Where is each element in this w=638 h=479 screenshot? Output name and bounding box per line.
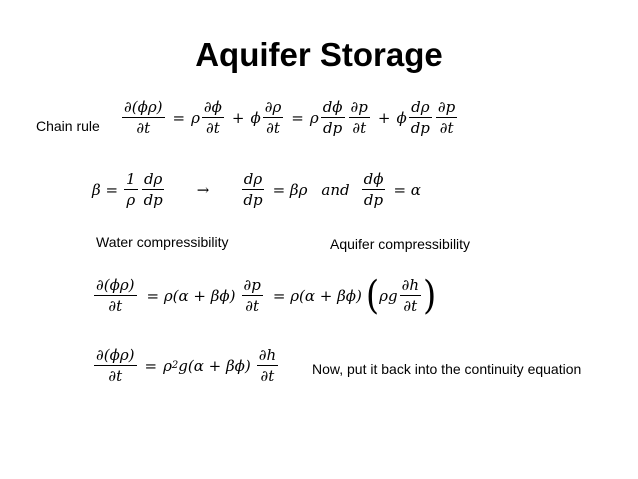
continuity-note: Now, put it back into the continuity equ… bbox=[312, 361, 582, 377]
fraction: ∂p∂t bbox=[241, 276, 263, 315]
fraction: ∂h∂t bbox=[399, 276, 421, 315]
storage-equation: ∂(ϕρ)∂t = ρ(α + βϕ) ∂p∂t = ρ(α + βϕ) ( ρ… bbox=[94, 272, 437, 319]
fraction: ∂ρ∂t bbox=[262, 98, 284, 137]
lhs-fraction: ∂(ϕρ)∂t bbox=[94, 276, 137, 315]
fraction: ∂h∂t bbox=[256, 346, 279, 385]
chain-rule-label: Chain rule bbox=[36, 118, 100, 134]
arrow: → bbox=[196, 180, 210, 199]
lhs-fraction: ∂(ϕρ)∂t bbox=[94, 346, 137, 385]
aquifer-compressibility-label: Aquifer compressibility bbox=[330, 236, 471, 252]
lhs-fraction: ∂(ϕρ)∂t bbox=[122, 98, 165, 137]
fraction: ∂p∂t bbox=[435, 98, 458, 137]
fraction: ∂ϕ∂t bbox=[201, 98, 224, 137]
water-compressibility-label: Water compressibility bbox=[96, 234, 229, 250]
page-title: Aquifer Storage bbox=[195, 36, 443, 73]
fraction: ∂p∂t bbox=[348, 98, 370, 137]
